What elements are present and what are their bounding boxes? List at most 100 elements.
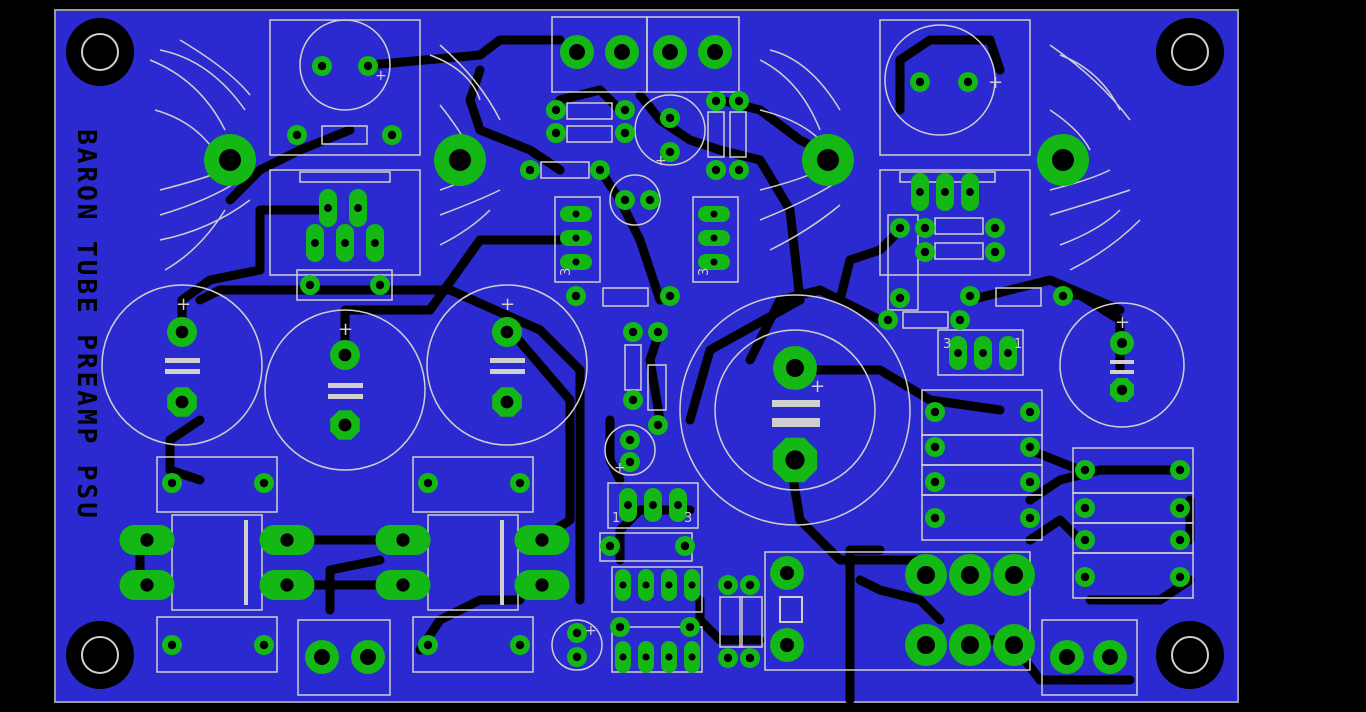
pad-drill [219,149,241,171]
pad-drill [572,258,580,266]
plus-mark: + [176,294,191,315]
pad-drill [1175,572,1185,582]
pad-drill [786,359,804,377]
pad-drill [535,533,549,547]
pad-drill [167,640,177,650]
pad-drill [1116,337,1128,349]
pad-drill [1102,649,1118,665]
pin-number: 1 [1014,337,1022,352]
pad-drill [175,395,189,409]
pad-drill [515,640,525,650]
plus-mark: + [375,68,387,84]
pad-drill [1005,566,1023,584]
pad-drill [645,195,655,205]
pad-drill [363,61,373,71]
mounting-holes [66,18,1224,689]
plus-mark: + [655,153,667,169]
plus-mark: + [500,294,515,315]
pad-drill [259,640,269,650]
pad-drill [1005,636,1023,654]
pad-drill [707,44,723,60]
pad-drill [895,293,905,303]
pad-drill [628,327,638,337]
pad-drill [990,247,1000,257]
pad-drill [883,315,893,325]
pad-drill [954,349,962,357]
pad-drill [423,640,433,650]
pad-drill [674,501,682,509]
pad-drill [963,77,973,87]
pad-drill [930,407,940,417]
pad-drill [500,395,514,409]
board-label: BARON TUBE PREAMP PSU [71,129,101,521]
pad-drill [930,513,940,523]
pad-drill [965,291,975,301]
pad-drill [685,622,695,632]
pad-drill [723,580,733,590]
pad-drill [311,239,319,247]
pad-drill [292,130,302,140]
pad-drill [569,44,585,60]
pad-drill [259,478,269,488]
pad-drill [620,105,630,115]
pad-drill [665,581,673,589]
pad-drill [551,128,561,138]
pin-number: 3 [943,337,951,352]
pad-drill [1025,407,1035,417]
mount-hole-bl [66,621,134,689]
pad-drill [1175,535,1185,545]
mount-hole-tl [66,18,134,86]
silk-text: + + + + + + + + + + 1 3 3 1 3 3 [176,68,1130,639]
pad-drill [665,147,675,157]
mount-hole-tr [1156,18,1224,86]
pad-drill [780,566,794,580]
pad-drill [642,653,650,661]
pad-drill [167,478,177,488]
pad-drill [780,638,794,652]
pad-drill [930,477,940,487]
pad-drill [625,435,635,445]
pad-drill [375,280,385,290]
pad-drill [1025,442,1035,452]
pad-drill [1025,513,1035,523]
pad-drill [745,580,755,590]
pad-drill [624,501,632,509]
pad-drill [341,239,349,247]
pad-drill [1116,384,1128,396]
pad-drill [305,280,315,290]
pad-drill [895,223,905,233]
pad-drill [1080,465,1090,475]
pad-drill [961,636,979,654]
pad-drill [572,234,580,242]
pad-drill [360,649,376,665]
pad-drill [1080,572,1090,582]
mount-hole-br [1156,621,1224,689]
plus-mark: + [585,623,597,639]
pad-drill [1058,291,1068,301]
pad-drill [711,165,721,175]
pad-drill [338,418,352,432]
pad-drill [734,96,744,106]
pad-drill [917,636,935,654]
pin-number: 3 [684,511,692,526]
pad-drill [688,581,696,589]
pad-drill [387,130,397,140]
pad-drill [620,195,630,205]
pad-drill [140,533,154,547]
pad-drill [571,291,581,301]
pad-drill [649,501,657,509]
pad-drill [314,649,330,665]
pad-drill [338,348,352,362]
silk-markers [165,358,1134,623]
pad-drill [371,239,379,247]
pad-drill [642,581,650,589]
pad-drill [1052,149,1074,171]
pad-drill [572,652,582,662]
pad-drill [628,395,638,405]
pad-drill [785,450,805,470]
pad-drill [734,165,744,175]
pin-number: 1 [612,511,620,526]
pad-drill [653,420,663,430]
